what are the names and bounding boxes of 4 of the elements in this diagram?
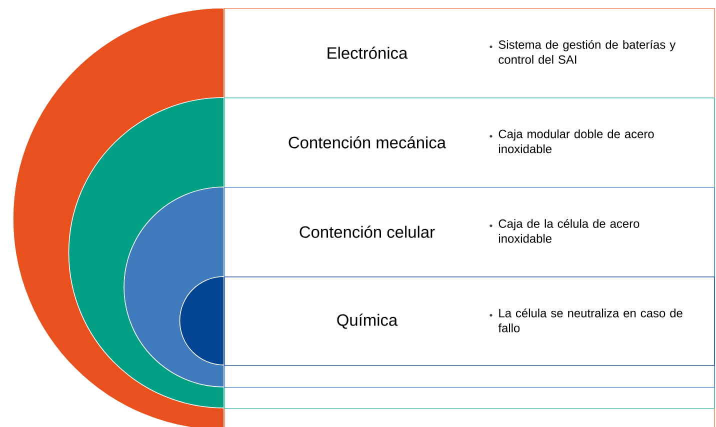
bullet-text: Sistema de gestión de baterías y control del SAI <box>498 40 676 64</box>
layer-title: Electrónica <box>328 46 408 59</box>
layer-title: Contención mecánica <box>288 136 446 148</box>
bullet-text: Caja modular doble de acero inoxidable <box>498 129 654 154</box>
